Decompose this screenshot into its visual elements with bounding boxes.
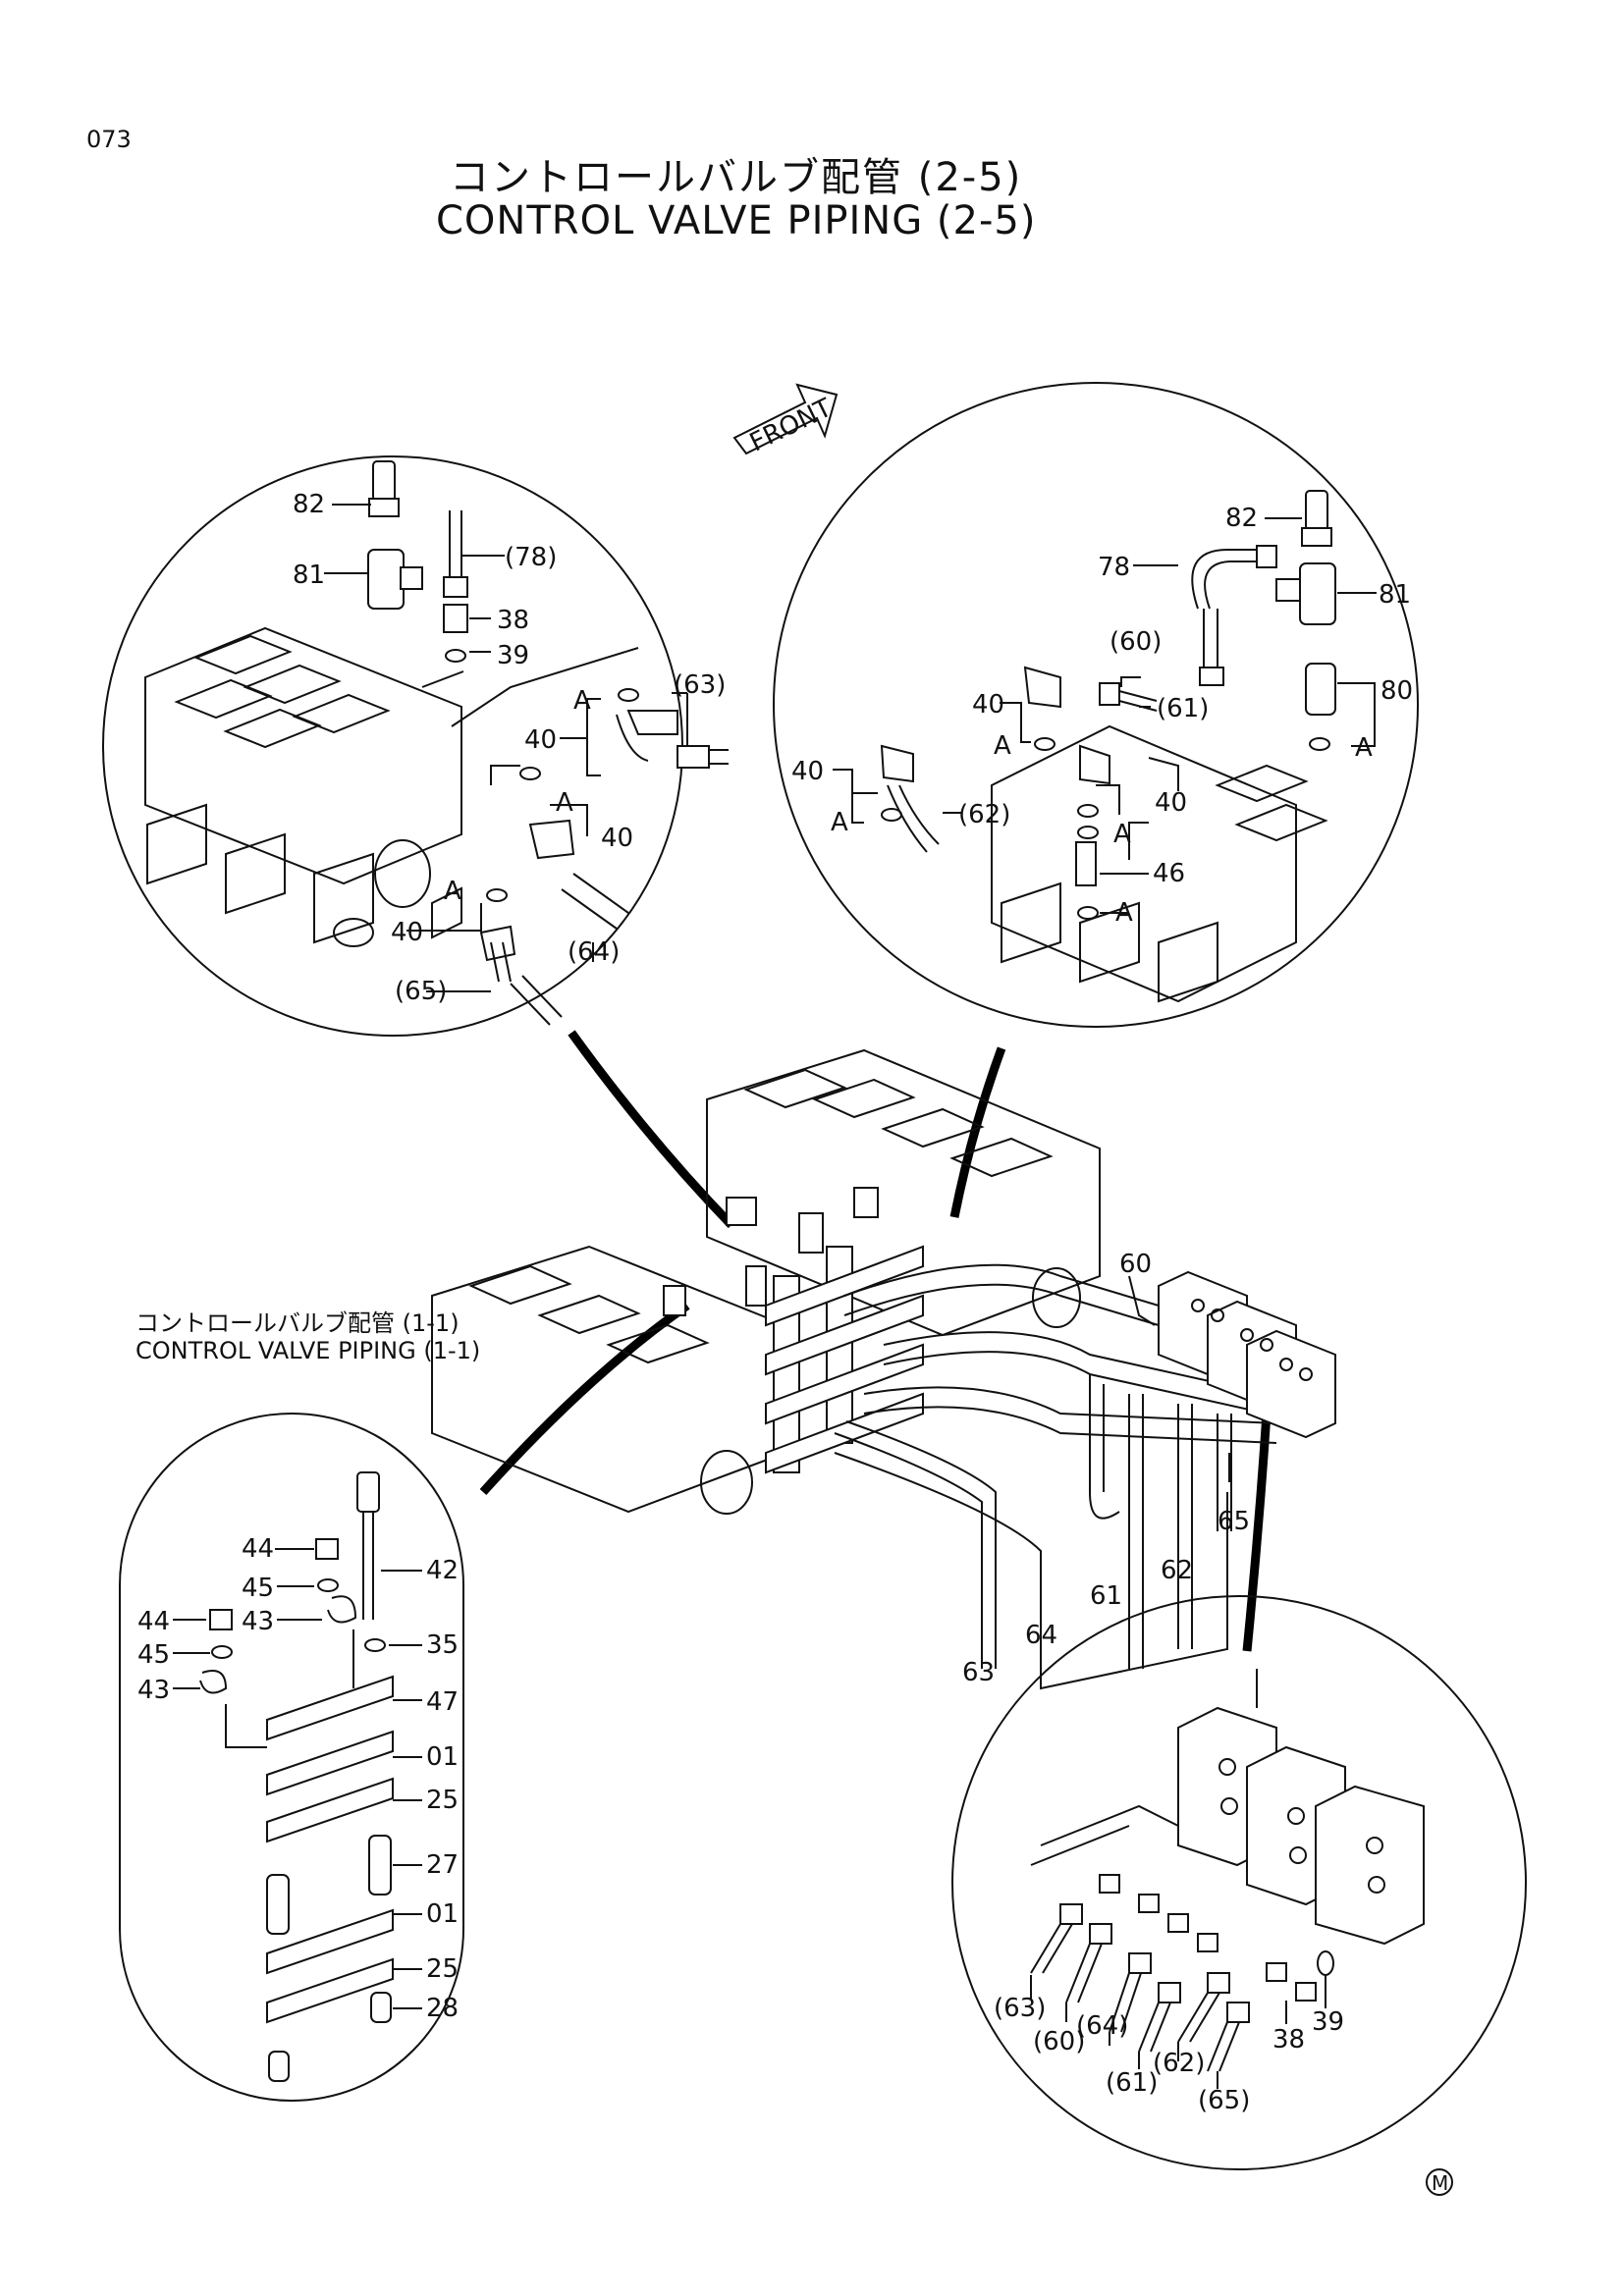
- callout-81: 81: [1379, 580, 1411, 610]
- callout-65: (65): [1198, 2086, 1250, 2115]
- reference-title-japanese: コントロールバルブ配管 (1-1): [135, 1309, 460, 1337]
- callout-80: 80: [1380, 676, 1413, 706]
- callout-81: 81: [293, 561, 325, 590]
- callout-63: 63: [962, 1658, 995, 1687]
- callout-43: 43: [242, 1607, 274, 1636]
- callout-40: 40: [601, 824, 633, 853]
- callout-44: 44: [242, 1534, 274, 1564]
- callout-46: 46: [1153, 859, 1185, 888]
- callout-62: (62): [958, 800, 1010, 829]
- callout-40: 40: [1155, 788, 1187, 818]
- detail-oval-clamp: 44 45 43 44 45 43 42 35 47 01 25 27 01 2…: [119, 1413, 464, 2102]
- callout-62: (62): [1153, 2049, 1205, 2078]
- callout-44: 44: [137, 1607, 170, 1636]
- detail-circle-manifold: (63) (60) (64) (61) (62) (65) 38 39: [951, 1595, 1527, 2170]
- leader-top-left: [568, 1030, 735, 1229]
- callout-40: 40: [524, 725, 557, 755]
- callout-47: 47: [426, 1687, 459, 1717]
- callout-01: 01: [426, 1742, 459, 1772]
- callout-a: A: [444, 877, 461, 906]
- callout-25: 25: [426, 1954, 459, 1984]
- callout-62: 62: [1161, 1556, 1193, 1585]
- callout-60: (60): [1033, 2027, 1085, 2056]
- front-arrow-icon: FRONT: [732, 383, 839, 458]
- callout-82: 82: [1225, 504, 1258, 533]
- callout-63: (63): [994, 1994, 1046, 2023]
- callout-40: 40: [972, 690, 1004, 720]
- front-label: FRONT: [745, 394, 837, 458]
- callout-61: (61): [1106, 2068, 1158, 2098]
- callout-38: 38: [497, 606, 529, 635]
- callout-63: (63): [674, 670, 726, 700]
- callout-25: 25: [426, 1786, 459, 1815]
- callout-39: 39: [497, 641, 529, 670]
- callout-01: 01: [426, 1899, 459, 1929]
- callout-78: (78): [505, 543, 557, 572]
- callout-64: (64): [1076, 2011, 1128, 2041]
- callout-27: 27: [426, 1850, 459, 1880]
- page-number: 073: [86, 126, 132, 153]
- callout-65: 65: [1218, 1507, 1250, 1536]
- callout-64: (64): [568, 937, 620, 967]
- callout-61: (61): [1157, 694, 1209, 723]
- callout-a: A: [1355, 733, 1373, 763]
- callout-60: (60): [1110, 627, 1162, 657]
- callout-35: 35: [426, 1630, 459, 1660]
- callout-38: 38: [1272, 2025, 1305, 2055]
- callout-45: 45: [242, 1574, 274, 1603]
- callout-64: 64: [1025, 1621, 1057, 1650]
- callout-82: 82: [293, 490, 325, 519]
- callout-43: 43: [137, 1676, 170, 1705]
- callout-45: 45: [137, 1640, 170, 1670]
- callout-42: 42: [426, 1556, 459, 1585]
- callout-65: (65): [395, 977, 447, 1006]
- callout-a: A: [994, 731, 1011, 761]
- callout-28: 28: [426, 1994, 459, 2023]
- reference-title-english: CONTROL VALVE PIPING (1-1): [135, 1337, 481, 1364]
- callout-a: A: [556, 788, 573, 818]
- central-assembly: 60 65 62 61 64 63: [431, 1048, 1336, 1690]
- title-japanese: コントロールバルブ配管 (2-5): [450, 155, 1023, 200]
- callout-a: A: [1115, 898, 1133, 928]
- callout-61: 61: [1090, 1581, 1122, 1611]
- callout-a: A: [831, 808, 848, 837]
- maker-mark-letter: M: [1432, 2171, 1448, 2195]
- callout-a: A: [1113, 820, 1131, 849]
- leader-top-right: [949, 1046, 1006, 1218]
- callout-a: A: [573, 686, 591, 716]
- callout-60: 60: [1119, 1250, 1152, 1279]
- callout-40: 40: [791, 757, 824, 786]
- detail-circle-left: 82 81 (78) 38 39 (63) 40 A A 40 A 40 (64…: [102, 455, 729, 1037]
- detail-circle-right: 82 78 81 (60) (61) 80 A 40 A 40 A (62) 4…: [773, 382, 1419, 1028]
- leader-bottom-left: [479, 1302, 690, 1496]
- maker-mark-icon: M: [1426, 2168, 1453, 2196]
- title-english: CONTROL VALVE PIPING (2-5): [436, 198, 1037, 243]
- callout-39: 39: [1312, 2007, 1344, 2037]
- callout-78: 78: [1098, 553, 1130, 582]
- callout-40: 40: [391, 918, 423, 947]
